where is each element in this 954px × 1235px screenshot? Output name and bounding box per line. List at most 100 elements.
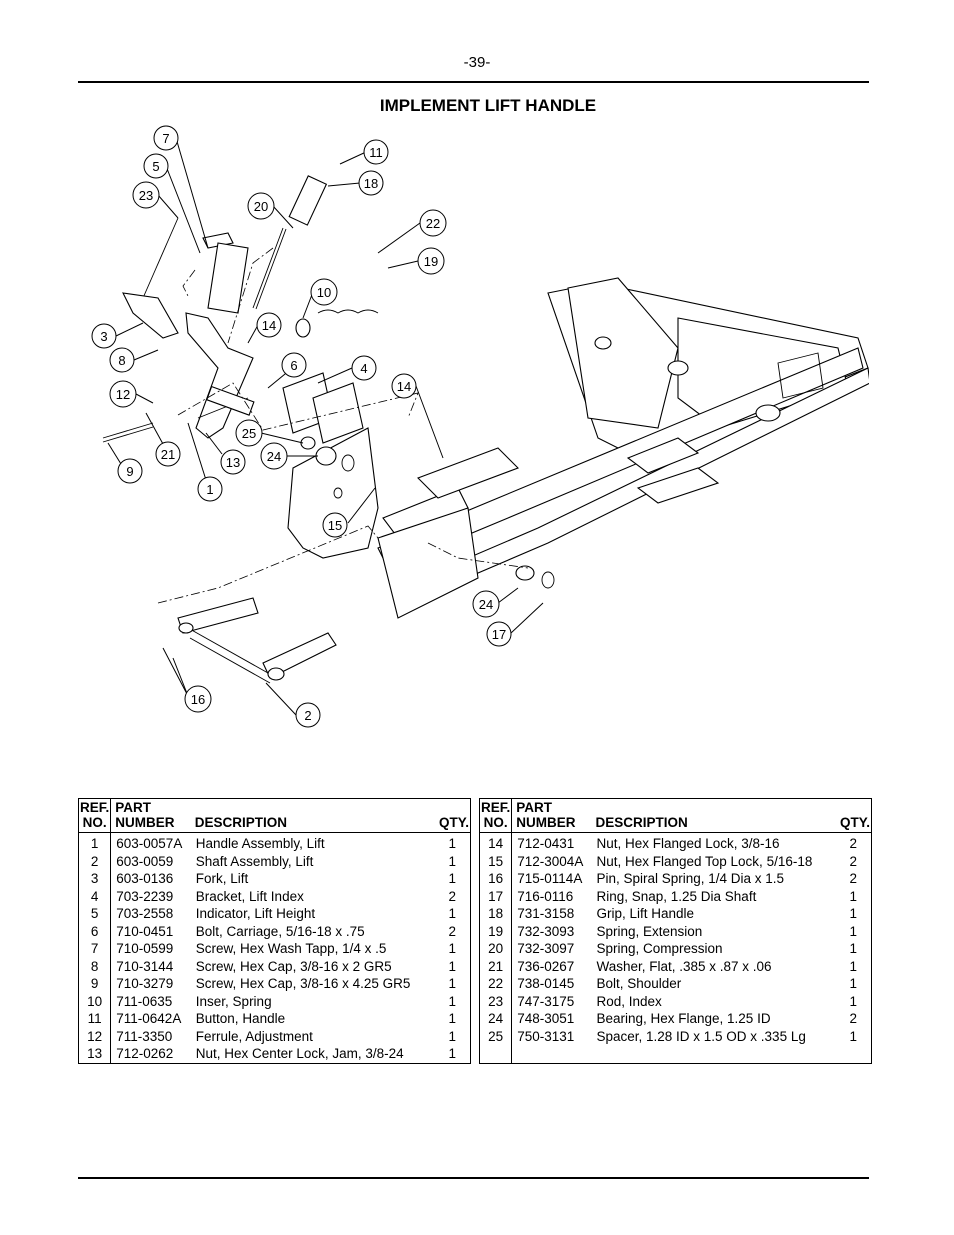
ref-cell: 16	[479, 870, 513, 888]
qty-cell: 1	[448, 836, 456, 851]
description-cell: Button, Handle	[195, 1011, 286, 1026]
ref-cell: 8	[78, 957, 112, 975]
callout-label: 6	[290, 358, 297, 373]
part-number-cell: 710-3144	[116, 958, 174, 974]
lift-handle	[185, 232, 255, 439]
qty-cell: 1	[448, 1011, 456, 1026]
qty-cell: 1	[849, 906, 857, 921]
callout-labels: 7 5 23 11 18 20 22 19 10 14 3 8	[91, 125, 544, 728]
description-cell: Fork, Lift	[195, 871, 249, 886]
exploded-parts-diagram: 7 5 23 11 18 20 22 19 10 14 3 8	[91, 125, 869, 728]
callout-label: 12	[116, 387, 130, 402]
table-row-empty	[479, 1045, 872, 1063]
qty-cell: 1	[849, 993, 857, 1009]
lift-shaft-assembly	[177, 565, 555, 684]
ref-cell: 23	[479, 992, 513, 1010]
callout-label: 18	[364, 176, 378, 191]
callout-label: 1	[206, 482, 213, 497]
table-row: 1 603-0057A Handle Assembly, Lift 1	[78, 832, 471, 853]
part-number-cell: 711-3350	[116, 1028, 173, 1044]
part-number-cell: 603-0136	[116, 871, 174, 886]
ref-cell: 9	[78, 975, 112, 993]
description-cell: Handle Assembly, Lift	[195, 836, 325, 851]
ref-cell: 19	[479, 922, 513, 940]
description-cell: Nut, Hex Center Lock, Jam, 3/8-24	[195, 1046, 404, 1061]
qty-cell: 1	[448, 958, 456, 974]
description-cell: Bracket, Lift Index	[195, 888, 304, 904]
part-number-cell: 710-0451	[116, 923, 174, 939]
alignment-lines	[157, 247, 529, 604]
description-cell: Nut, Hex Flanged Top Lock, 5/16-18	[596, 853, 813, 869]
callout-label: 24	[267, 449, 281, 464]
callout-label: 9	[126, 464, 133, 479]
callout-label: 4	[360, 361, 367, 376]
table-row: 9 710-3279 Screw, Hex Cap, 3/8-16 x 4.25 G…	[78, 975, 471, 993]
callout-label: 17	[492, 627, 506, 642]
qty-cell: 1	[448, 853, 456, 869]
qty-cell: 2	[849, 836, 857, 851]
part-number-cell: 710-3279	[116, 976, 174, 991]
ref-cell: 10	[78, 992, 112, 1010]
description-cell: Screw, Hex Cap, 3/8-16 x 4.25 GR5	[195, 976, 411, 991]
index-rod	[102, 217, 179, 443]
callout-label: 2	[304, 708, 311, 723]
ref-cell: 11	[78, 1010, 112, 1028]
qty-cell: 1	[448, 1028, 456, 1044]
ref-cell: 25	[479, 1027, 513, 1045]
ref-cell: 24	[479, 1010, 513, 1028]
qty-cell: 2	[448, 888, 456, 904]
part-number-cell: 703-2558	[116, 906, 174, 921]
part-number-cell: 748-3051	[517, 1011, 575, 1026]
qty-cell: 1	[849, 1028, 857, 1044]
ref-cell: 1	[78, 832, 112, 853]
callout-label: 15	[328, 518, 342, 533]
header-description: DESCRIPTION	[591, 798, 833, 833]
ref-cell: 20	[479, 940, 513, 958]
description-cell: Bearing, Hex Flange, 1.25 ID	[596, 1011, 771, 1026]
qty-cell: 1	[849, 958, 857, 974]
qty-cell: 2	[448, 923, 456, 939]
part-number-cell: 710-0599	[116, 941, 174, 956]
callout-label: 14	[262, 318, 276, 333]
header-description: DESCRIPTION	[190, 798, 432, 833]
qty-cell: 1	[849, 888, 857, 904]
description-cell: Grip, Lift Handle	[596, 906, 695, 921]
description-cell: Ring, Snap, 1.25 Dia Shaft	[596, 888, 757, 904]
ref-cell: 15	[479, 852, 513, 870]
description-cell: Inser, Spring	[195, 993, 272, 1009]
ref-cell: 5	[78, 905, 112, 923]
part-number-cell: 712-0431	[517, 836, 575, 851]
part-number-cell: 711-0635	[116, 993, 173, 1009]
callout-label: 14	[397, 379, 411, 394]
page-number: -39-	[463, 54, 491, 71]
ref-cell: 14	[479, 832, 513, 853]
callout-label: 21	[161, 447, 175, 462]
callout-label: 8	[118, 353, 125, 368]
ref-cell: 2	[78, 852, 112, 870]
part-number-cell: 603-0057A	[116, 836, 183, 851]
part-number-cell: 732-3093	[517, 923, 575, 939]
description-cell: Rod, Index	[596, 993, 662, 1009]
part-number-cell: 715-0114A	[517, 871, 583, 886]
tractor-frame	[377, 277, 869, 619]
part-number-cell: 716-0116	[517, 888, 574, 904]
ref-cell: 13	[78, 1045, 112, 1063]
qty-cell: 1	[448, 906, 456, 921]
part-number-cell: 712-0262	[116, 1046, 174, 1061]
qty-cell: 1	[448, 993, 456, 1009]
qty-cell: 1	[849, 923, 857, 939]
page-title: IMPLEMENT LIFT HANDLE	[379, 96, 597, 115]
